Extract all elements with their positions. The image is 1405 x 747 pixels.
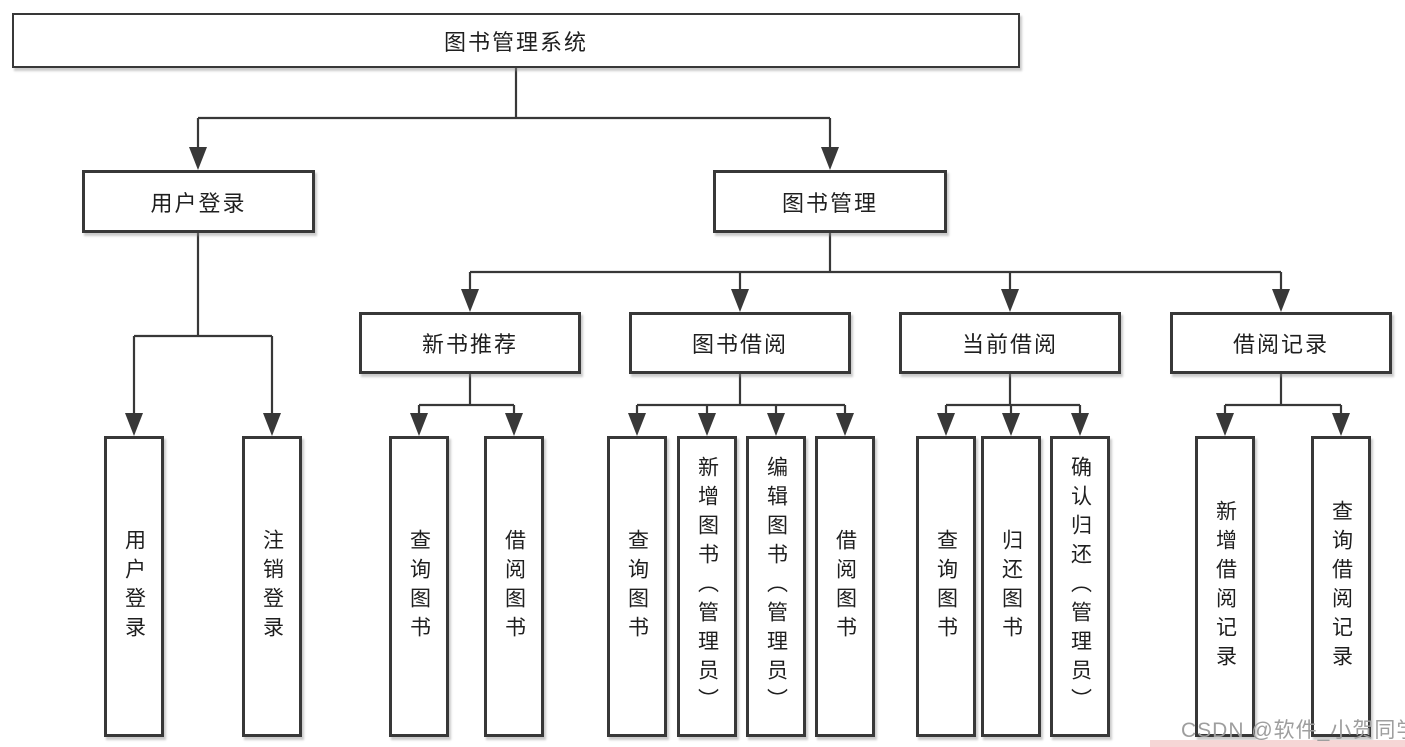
arrow-down-icon — [1332, 413, 1350, 436]
arrow-down-icon — [731, 289, 749, 312]
leaf-edit-books-admin: 编辑图书（管理员） — [746, 436, 806, 737]
edge-recommend-split — [417, 374, 516, 416]
node-label: 注销登录 — [260, 528, 284, 645]
leaf-logout: 注销登录 — [242, 436, 302, 737]
node-label: 图书借阅 — [691, 332, 788, 357]
node-label: 查询图书 — [934, 528, 958, 645]
arrow-down-icon — [1001, 289, 1019, 312]
arrow-down-icon — [1272, 289, 1290, 312]
arrow-down-icon — [767, 413, 785, 436]
node-book-borrowing: 图书借阅 — [629, 312, 851, 374]
leaf-query-borrow-record: 查询借阅记录 — [1311, 436, 1371, 737]
csdn-watermark: CSDN @软件_小贺同学 — [1181, 719, 1405, 742]
node-label: 查询借阅记录 — [1329, 499, 1353, 674]
node-label: 借阅图书 — [502, 528, 526, 645]
leaf-add-books-admin: 新增图书（管理员） — [677, 436, 737, 737]
arrow-down-icon — [1071, 413, 1089, 436]
arrow-down-icon — [125, 413, 143, 436]
leaf-query-books-current: 查询图书 — [916, 436, 976, 737]
edge-mgmt-split — [468, 233, 1283, 292]
watermark-band — [1150, 740, 1405, 747]
node-borrowing-records: 借阅记录 — [1170, 312, 1392, 374]
edge-record-split — [1223, 374, 1343, 416]
arrow-down-icon — [263, 413, 281, 436]
arrow-down-icon — [1216, 413, 1234, 436]
node-label: 新书推荐 — [421, 332, 518, 357]
node-label: 查询图书 — [625, 528, 649, 645]
arrow-down-icon — [821, 147, 839, 170]
node-book-management-module: 图书管理 — [713, 170, 947, 233]
node-label: 确认归还（管理员） — [1068, 456, 1092, 717]
arrow-down-icon — [628, 413, 646, 436]
node-book-management-system: 图书管理系统 — [12, 13, 1020, 68]
arrow-down-icon — [698, 413, 716, 436]
leaf-return-books: 归还图书 — [981, 436, 1041, 737]
arrow-down-icon — [937, 413, 955, 436]
leaf-user-login: 用户登录 — [104, 436, 164, 737]
node-new-book-recommendation: 新书推荐 — [359, 312, 581, 374]
arrow-down-icon — [189, 147, 207, 170]
node-label: 图书管理系统 — [443, 29, 588, 55]
node-label: 用户登录 — [122, 528, 146, 645]
leaf-add-borrow-record: 新增借阅记录 — [1195, 436, 1255, 737]
edge-login-split — [132, 233, 274, 416]
node-label: 查询图书 — [407, 528, 431, 645]
node-label: 归还图书 — [999, 528, 1023, 645]
leaf-query-books-recommend: 查询图书 — [389, 436, 449, 737]
arrow-down-icon — [461, 289, 479, 312]
arrow-down-icon — [836, 413, 854, 436]
node-current-borrowing: 当前借阅 — [899, 312, 1121, 374]
node-label: 新增借阅记录 — [1213, 499, 1237, 674]
arrow-down-icon — [505, 413, 523, 436]
edge-root-split — [196, 68, 832, 150]
node-label: 借阅图书 — [833, 528, 857, 645]
leaf-borrow-books-recommend: 借阅图书 — [484, 436, 544, 737]
node-label: 图书管理 — [781, 190, 878, 216]
node-user-login-module: 用户登录 — [82, 170, 315, 233]
node-label: 新增图书（管理员） — [695, 456, 719, 717]
edge-borrow-split — [635, 374, 847, 416]
arrow-down-icon — [410, 413, 428, 436]
leaf-borrow-books-borrow: 借阅图书 — [815, 436, 875, 737]
leaf-confirm-return-admin: 确认归还（管理员） — [1050, 436, 1110, 737]
arrow-down-icon — [1002, 413, 1020, 436]
leaf-query-books-borrow: 查询图书 — [607, 436, 667, 737]
node-label: 借阅记录 — [1232, 332, 1329, 357]
node-label: 编辑图书（管理员） — [764, 456, 788, 717]
edge-current-split — [944, 374, 1082, 416]
node-label: 用户登录 — [150, 190, 247, 216]
node-label: 当前借阅 — [961, 332, 1058, 357]
